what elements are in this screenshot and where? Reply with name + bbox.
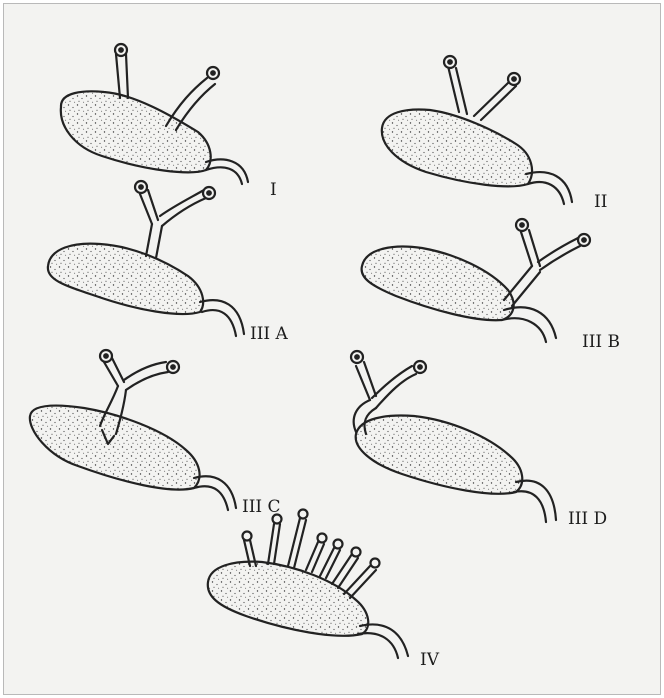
cystic-duct — [206, 167, 242, 184]
common-hepatic-duct — [156, 226, 162, 258]
accessory-duct — [268, 524, 274, 564]
cystic-duct — [358, 633, 398, 658]
cystic-duct — [502, 318, 546, 342]
panel-label-3b: III B — [582, 332, 620, 352]
accessory-duct — [288, 518, 300, 566]
panel-type-3c — [30, 350, 236, 510]
gallbladder-body — [362, 247, 514, 321]
gallbladder-body — [208, 562, 368, 636]
accessory-duct — [274, 524, 280, 564]
cystic-duct — [202, 310, 236, 336]
hepatic-duct — [372, 366, 412, 398]
accessory-duct — [294, 520, 306, 568]
gallbladder-body — [48, 244, 203, 314]
panel-label-3a: III A — [250, 324, 289, 344]
cystic-duct — [194, 486, 228, 510]
panel-label-2: II — [594, 192, 607, 212]
panel-label-3c: III C — [242, 497, 281, 517]
panel-label-1: I — [270, 180, 277, 200]
panel-label-3d: III D — [568, 509, 607, 529]
gallbladder-anomaly-diagram: I II III A III B III C III D IV — [4, 4, 660, 694]
cystic-duct — [528, 182, 564, 204]
common-hepatic-duct — [512, 272, 540, 306]
hepatic-duct — [540, 246, 580, 270]
gallbladder-body — [30, 406, 200, 490]
cystic-duct — [206, 159, 248, 182]
duct-opening — [299, 510, 308, 519]
panel-type-1 — [61, 44, 248, 184]
common-hepatic-duct — [146, 224, 152, 256]
panel-type-3a — [48, 181, 244, 336]
accessory-duct — [312, 544, 324, 572]
duct-opening — [352, 548, 361, 557]
common-hepatic-duct — [504, 266, 532, 300]
figure-frame: I II III A III B III C III D IV — [3, 3, 661, 695]
accessory-duct — [320, 548, 334, 576]
gallbladder-body — [61, 91, 211, 172]
cystic-duct — [526, 172, 572, 202]
cystic-duct — [200, 300, 244, 334]
duct-opening — [243, 532, 252, 541]
panel-type-4 — [208, 510, 408, 659]
hepatic-duct — [116, 54, 120, 98]
cystic-duct — [516, 481, 556, 520]
hepatic-duct — [124, 362, 166, 380]
cystic-duct — [514, 491, 546, 522]
hepatic-duct — [376, 374, 416, 408]
duct-opening — [318, 534, 327, 543]
cystic-duct — [194, 476, 236, 508]
gallbladder-body — [356, 416, 523, 494]
duct-opening — [371, 559, 380, 568]
accessory-duct — [306, 542, 318, 570]
hepatic-duct — [126, 54, 128, 98]
panel-type-3d — [351, 351, 556, 522]
panel-type-2 — [382, 56, 572, 204]
gallbladder-body — [382, 110, 532, 187]
panel-label-4: IV — [420, 650, 440, 670]
duct-opening — [334, 540, 343, 549]
panel-type-3b — [362, 219, 590, 342]
